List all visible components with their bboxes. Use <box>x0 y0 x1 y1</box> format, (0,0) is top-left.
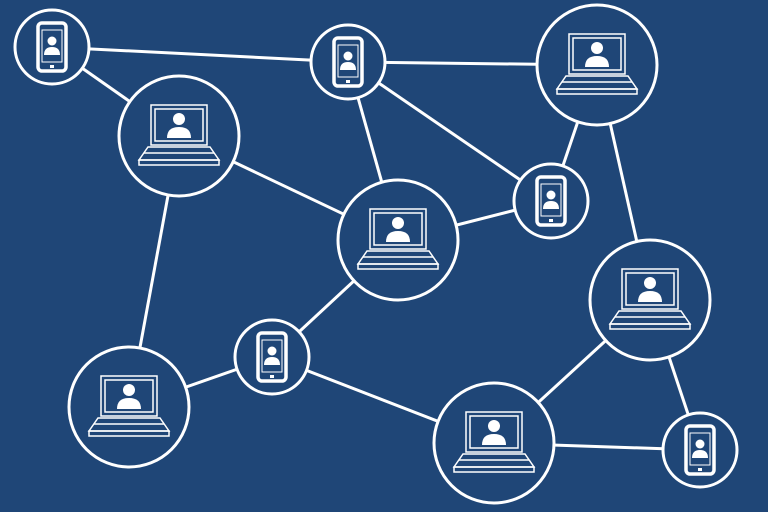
phone-node <box>13 8 91 86</box>
laptop-user-icon <box>87 375 171 437</box>
laptop-node <box>535 3 659 127</box>
laptop-node <box>67 345 191 469</box>
phone-user-icon <box>256 331 288 383</box>
devices <box>13 3 739 505</box>
laptop-node <box>432 381 556 505</box>
connection-line <box>347 60 552 203</box>
phone-user-icon <box>332 36 364 88</box>
laptop-user-icon <box>356 208 440 270</box>
phone-node <box>309 23 387 101</box>
phone-node <box>661 411 739 489</box>
connection-line <box>51 45 349 64</box>
laptop-node <box>588 238 712 362</box>
laptop-user-icon <box>608 268 692 330</box>
laptop-user-icon <box>452 411 536 473</box>
phone-node <box>233 318 311 396</box>
phone-user-icon <box>36 21 68 73</box>
phone-node <box>512 162 590 240</box>
phone-user-icon <box>535 175 567 227</box>
laptop-node <box>117 74 241 198</box>
laptop-user-icon <box>137 104 221 166</box>
laptop-node <box>336 178 460 302</box>
laptop-user-icon <box>555 33 639 95</box>
phone-user-icon <box>684 424 716 476</box>
